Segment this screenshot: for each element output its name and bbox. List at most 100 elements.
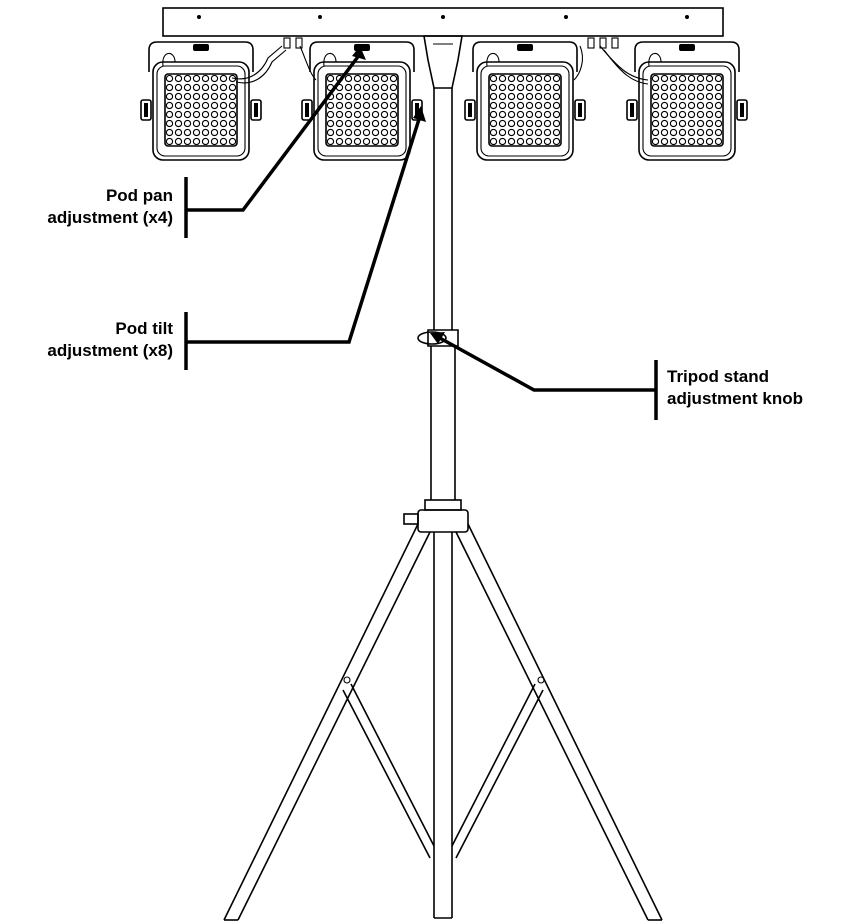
led bbox=[660, 137, 669, 146]
led bbox=[353, 128, 362, 137]
led bbox=[687, 119, 696, 128]
led bbox=[660, 119, 669, 128]
led bbox=[552, 83, 561, 92]
bar-mount bbox=[423, 35, 463, 89]
led bbox=[380, 110, 389, 119]
led bbox=[362, 119, 371, 128]
pods bbox=[140, 41, 748, 161]
led bbox=[174, 74, 183, 83]
led bbox=[660, 101, 669, 110]
led bbox=[714, 119, 723, 128]
led bbox=[380, 83, 389, 92]
led bbox=[335, 128, 344, 137]
led bbox=[165, 92, 174, 101]
led bbox=[228, 110, 237, 119]
led bbox=[498, 137, 507, 146]
led bbox=[552, 101, 561, 110]
led bbox=[696, 137, 705, 146]
led bbox=[228, 119, 237, 128]
led bbox=[705, 137, 714, 146]
led bbox=[192, 101, 201, 110]
led bbox=[228, 74, 237, 83]
led bbox=[507, 83, 516, 92]
led bbox=[389, 83, 398, 92]
led bbox=[714, 74, 723, 83]
led bbox=[687, 74, 696, 83]
led bbox=[371, 92, 380, 101]
led bbox=[696, 83, 705, 92]
led bbox=[344, 92, 353, 101]
led bbox=[714, 83, 723, 92]
led bbox=[525, 101, 534, 110]
led bbox=[552, 128, 561, 137]
pan-label-line1: Pod pan bbox=[105, 186, 173, 205]
led bbox=[335, 92, 344, 101]
led bbox=[344, 128, 353, 137]
led bbox=[183, 92, 192, 101]
led bbox=[552, 137, 561, 146]
led bbox=[696, 110, 705, 119]
led bbox=[516, 110, 525, 119]
led bbox=[651, 101, 660, 110]
led bbox=[669, 119, 678, 128]
pod bbox=[464, 41, 586, 161]
led bbox=[389, 128, 398, 137]
led bbox=[534, 137, 543, 146]
led bbox=[210, 92, 219, 101]
led bbox=[228, 83, 237, 92]
led bbox=[210, 110, 219, 119]
led bbox=[705, 74, 714, 83]
led bbox=[651, 74, 660, 83]
led bbox=[228, 101, 237, 110]
led bbox=[389, 74, 398, 83]
led bbox=[498, 83, 507, 92]
pan-knob bbox=[679, 44, 695, 51]
led bbox=[210, 83, 219, 92]
led bbox=[669, 74, 678, 83]
led bbox=[362, 110, 371, 119]
tilt-knob bbox=[626, 99, 638, 121]
led bbox=[669, 110, 678, 119]
led bbox=[696, 119, 705, 128]
led bbox=[192, 74, 201, 83]
tripod-knob bbox=[417, 331, 447, 345]
led bbox=[714, 137, 723, 146]
led bbox=[344, 101, 353, 110]
led bbox=[183, 110, 192, 119]
led bbox=[192, 137, 201, 146]
led bbox=[696, 92, 705, 101]
led bbox=[552, 92, 561, 101]
led bbox=[525, 74, 534, 83]
led bbox=[174, 83, 183, 92]
tilt-knob bbox=[140, 99, 152, 121]
led bbox=[669, 137, 678, 146]
led bbox=[174, 119, 183, 128]
led bbox=[489, 128, 498, 137]
led bbox=[525, 119, 534, 128]
led bbox=[696, 74, 705, 83]
led bbox=[371, 101, 380, 110]
tilt-label-line2: adjustment (x8) bbox=[47, 341, 173, 360]
led bbox=[344, 110, 353, 119]
led bbox=[678, 83, 687, 92]
led bbox=[201, 110, 210, 119]
led bbox=[687, 101, 696, 110]
led bbox=[183, 128, 192, 137]
led bbox=[326, 128, 335, 137]
led bbox=[498, 110, 507, 119]
led bbox=[210, 128, 219, 137]
led bbox=[552, 74, 561, 83]
led bbox=[651, 110, 660, 119]
t-bar bbox=[162, 7, 724, 37]
led bbox=[534, 92, 543, 101]
stand-pole bbox=[403, 88, 469, 919]
led bbox=[371, 128, 380, 137]
led bbox=[353, 137, 362, 146]
led bbox=[489, 92, 498, 101]
led bbox=[516, 92, 525, 101]
led bbox=[651, 119, 660, 128]
led bbox=[525, 110, 534, 119]
led bbox=[335, 137, 344, 146]
pod bbox=[301, 41, 423, 161]
